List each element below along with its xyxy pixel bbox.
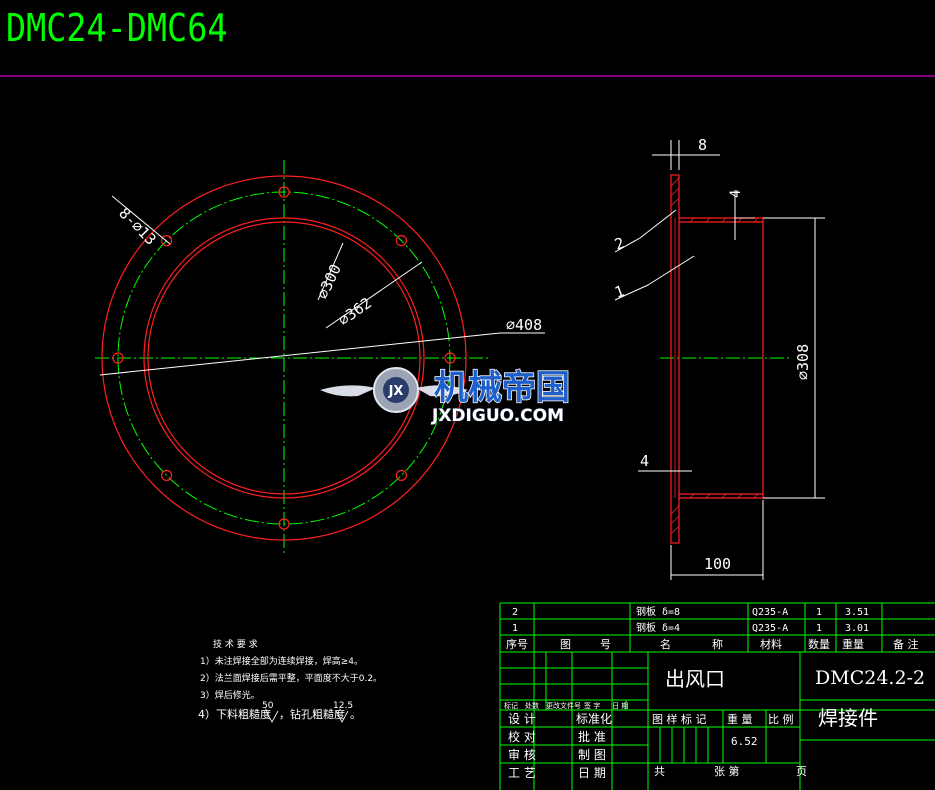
d408-line: [99, 332, 501, 376]
dim-100: 100: [704, 555, 731, 573]
bom-header-no: 序号: [506, 637, 528, 651]
bolt-hole: [278, 518, 290, 530]
outer-circle: [101, 175, 467, 541]
bom-row2-no: 2: [512, 607, 518, 618]
bom-header-name2: 称: [712, 637, 723, 651]
dim-4-top: 4: [728, 190, 744, 198]
bom-header-name1: 名: [660, 637, 671, 651]
d362-label: ⌀362: [335, 294, 375, 329]
note-4b: ，钻孔粗糙度: [279, 707, 345, 721]
note-4a: 4）下料粗糙度: [198, 707, 271, 721]
bolt-hole: [444, 352, 456, 364]
bolt-hole: [112, 352, 124, 364]
tb-stage: 图 样 标 记: [652, 712, 707, 726]
bom-row1-qty: 1: [816, 623, 822, 634]
note-4c: 。: [350, 708, 361, 721]
tb-drawing: 制 图: [578, 748, 606, 762]
tb-sign: 签 字: [584, 701, 600, 710]
callout-1: 1: [612, 282, 627, 302]
tb-date: 日 期: [612, 702, 628, 710]
title-block: 出风口 DMC24.2-2 焊接件 标记 处数 更改文件号 签 字 日 期 设 …: [500, 652, 935, 790]
flange-plate: [670, 174, 680, 544]
callout-2: 2: [612, 234, 627, 254]
part-name: 出风口: [665, 667, 725, 691]
bom-row1-name: 钢板 δ=4: [636, 621, 680, 634]
drawing-number: DMC24.2-2: [815, 667, 925, 689]
tb-process: 工 艺: [508, 766, 536, 780]
d362-leader: [325, 261, 423, 329]
bom-header-qty: 数量: [808, 638, 830, 651]
bom-header-remark: 备 注: [893, 637, 919, 651]
tb-standard: 标准化: [576, 712, 612, 726]
tb-weight-label: 重 量: [727, 712, 753, 726]
inner-circle-1: [143, 217, 425, 499]
tb-change: 更改文件号: [546, 701, 581, 710]
logo-left-wing: [320, 385, 376, 397]
bom-header-weight: 重量: [842, 637, 864, 651]
holes-label: 8-⌀13: [115, 204, 160, 249]
d308-label: ⌀308: [794, 344, 812, 380]
bolt-holes: [112, 186, 456, 530]
bolt-hole: [395, 235, 407, 247]
bom-row1-material: Q235-A: [752, 623, 788, 634]
bom-header-code1: 图: [560, 638, 571, 651]
tb-mark: 标记: [504, 701, 518, 710]
bom-row2-weight: 3.51: [845, 607, 869, 618]
bom-row1-weight: 3.01: [845, 623, 869, 634]
tb-total: 共: [654, 765, 665, 778]
part-type: 焊接件: [818, 706, 878, 730]
notes-heading: 技 术 要 求: [213, 638, 258, 650]
drawing-title: DMC24-DMC64: [6, 6, 228, 50]
bolt-hole: [278, 186, 290, 198]
flange-hatch: [670, 177, 680, 535]
tb-check: 校 对: [508, 729, 536, 744]
tech-notes: 技 术 要 求 1）未注焊接全部为连续焊接，焊高≥4。 2）法兰面焊接后需平整，…: [198, 638, 382, 723]
bom-header-code2: 号: [600, 638, 611, 651]
bolt-circle: [117, 191, 451, 525]
tb-sheet: 张 第: [714, 764, 740, 778]
logo-brand-en: JXDIGUO.COM: [431, 406, 564, 426]
bom-header-material: 材料: [760, 637, 782, 651]
note-3: 3）焊后修光。: [200, 689, 260, 701]
logo-badge: JX: [388, 384, 404, 399]
bolt-hole: [161, 235, 173, 247]
dim-4-left: 4: [640, 452, 649, 470]
bolt-hole: [395, 469, 407, 481]
tb-page: 页: [796, 765, 807, 778]
tb-weight-value: 6.52: [731, 735, 758, 748]
roughness-symbol-2: [335, 710, 349, 723]
logo-gear-center: [383, 377, 409, 403]
note-1: 1）未注焊接全部为连续焊接，焊高≥4。: [200, 655, 363, 667]
roughness-symbol-1: [265, 710, 279, 723]
tb-count: 处数: [525, 701, 539, 710]
holes-leader: [111, 195, 171, 245]
bom-row2-material: Q235-A: [752, 607, 788, 618]
tb-scale-label: 比 例: [768, 712, 794, 726]
d300-leader: [317, 242, 344, 301]
front-view: 8-⌀13 ⌀300 ⌀362 ⌀408: [95, 160, 545, 555]
logo-graphic: JX 机械帝国 JXDIGUO.COM: [320, 367, 571, 427]
logo-brand-cn: 机械帝国: [434, 368, 570, 408]
logo-right-wing: [416, 385, 468, 397]
roughness-1: 50: [262, 701, 274, 711]
dim-8: 8: [698, 136, 707, 154]
tb-review: 审 核: [508, 747, 536, 762]
bolt-hole: [161, 469, 173, 481]
bom-row2-qty: 1: [816, 607, 822, 618]
bom-table: 2 钢板 δ=8 Q235-A 1 3.51 1 钢板 δ=4 Q235-A 1…: [499, 602, 935, 790]
tb-approve: 批 准: [578, 729, 606, 744]
note-2: 2）法兰面焊接后需平整，平面度不大于0.2。: [200, 672, 382, 684]
bom-row1-no: 1: [512, 623, 518, 634]
tb-date2: 日 期: [578, 766, 606, 780]
inner-circle-2: [147, 221, 421, 495]
roughness-2: 12.5: [333, 701, 353, 711]
side-view: 8 4 4 100 ⌀308 1 2: [612, 136, 825, 580]
bom-row2-name: 钢板 δ=8: [636, 605, 680, 618]
d300-label: ⌀300: [313, 261, 345, 301]
jxdiguo-logo: JX 机械帝国 JXDIGUO.COM: [318, 362, 618, 432]
tb-design: 设 计: [508, 712, 536, 726]
d408-label: ⌀408: [506, 316, 542, 334]
